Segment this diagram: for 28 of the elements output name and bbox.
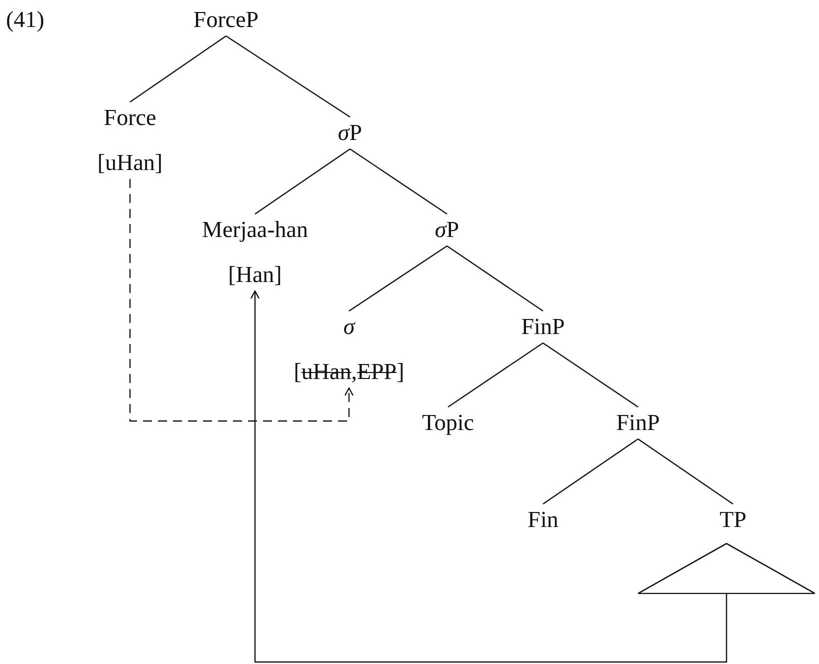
branch-line bbox=[254, 148, 350, 214]
category-label: Force bbox=[102, 104, 158, 132]
category-label: Fin bbox=[528, 506, 558, 534]
branch-line bbox=[350, 148, 448, 214]
example-number: (41) bbox=[6, 6, 44, 34]
category-label: σP bbox=[338, 119, 362, 147]
category-label: Merjaa-han bbox=[202, 216, 308, 244]
category-label: σ bbox=[342, 313, 356, 341]
branch-line bbox=[446, 246, 544, 312]
category-label: TP bbox=[720, 506, 746, 534]
feature-label: [uHan] bbox=[97, 149, 163, 177]
feature-label: [Han] bbox=[227, 261, 283, 289]
branch-line bbox=[348, 246, 448, 312]
triangle-shape bbox=[638, 543, 815, 594]
dashed-arrow bbox=[129, 179, 354, 422]
arrow bbox=[250, 290, 728, 663]
branch-line bbox=[226, 36, 350, 118]
branch-line bbox=[542, 342, 638, 408]
branch-line bbox=[448, 342, 544, 408]
branch-line bbox=[542, 438, 638, 504]
category-label: FinP bbox=[521, 313, 565, 341]
branch-line bbox=[130, 36, 226, 102]
category-label: FinP bbox=[616, 409, 660, 437]
branch-line bbox=[638, 438, 734, 504]
category-label: ForceP bbox=[193, 6, 259, 34]
category-label: σP bbox=[434, 216, 460, 244]
feature-label: [uHan,EPP] bbox=[294, 358, 404, 386]
category-label: Topic bbox=[422, 409, 474, 437]
